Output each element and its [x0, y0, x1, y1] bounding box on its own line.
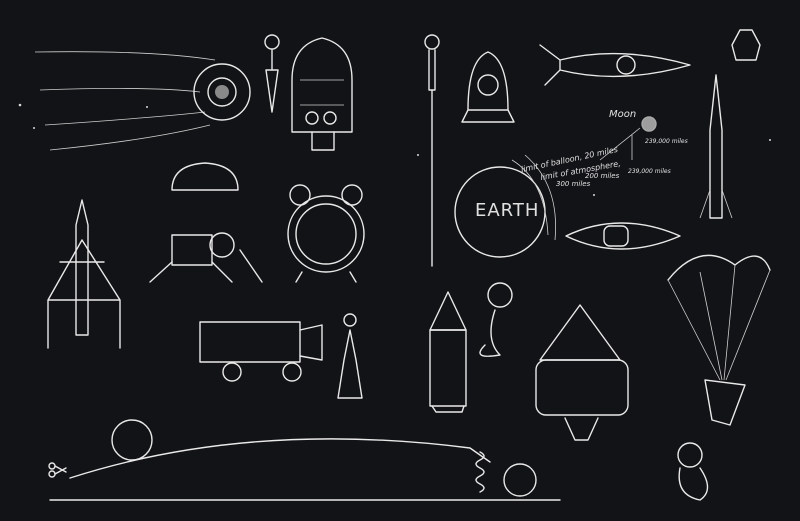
capsule-cross-section-sketch [291, 37, 353, 151]
parachute-capsule-sketch [667, 254, 771, 426]
stars [18, 103, 771, 196]
mouse-astronaut-sketch [677, 442, 709, 501]
thermometer-rocket-sketch [424, 34, 440, 267]
moon-label: Moon [609, 109, 637, 120]
300-miles-annotation: 300 miles [556, 180, 591, 188]
horizontal-rocket-sketch [539, 44, 691, 86]
tall-rocket-sketch [699, 74, 733, 219]
scissors-icon [48, 462, 67, 478]
pin-rocket-sketch [264, 34, 280, 113]
lunar-module-sketch [149, 162, 263, 283]
monkey-astronaut-sketch [479, 282, 513, 357]
moon-distance-annotation: 239,000 miles [645, 138, 688, 145]
earth-label: EARTH [475, 200, 540, 221]
small-rocket-sketch [337, 313, 363, 399]
moon-diagram [599, 116, 657, 161]
rover-sketch [199, 321, 323, 382]
launch-ramp-sketch [49, 419, 561, 501]
striped-rocket-sketch [429, 291, 467, 413]
torpedo-ship-sketch [565, 222, 681, 250]
small-capsule-sketch [731, 29, 761, 61]
earth-diagram [454, 154, 556, 258]
moon-distance-annotation-2: 239,000 miles [628, 168, 671, 175]
alarm-clock-sketch [287, 184, 365, 283]
big-capsule-sketch [535, 304, 629, 441]
egg-rocket-sketch [461, 51, 515, 123]
atmosphere-miles-annotation: 200 miles [585, 172, 620, 180]
launch-tower-rocket-sketch [47, 199, 121, 349]
comet-capsule-sketch [34, 51, 251, 151]
